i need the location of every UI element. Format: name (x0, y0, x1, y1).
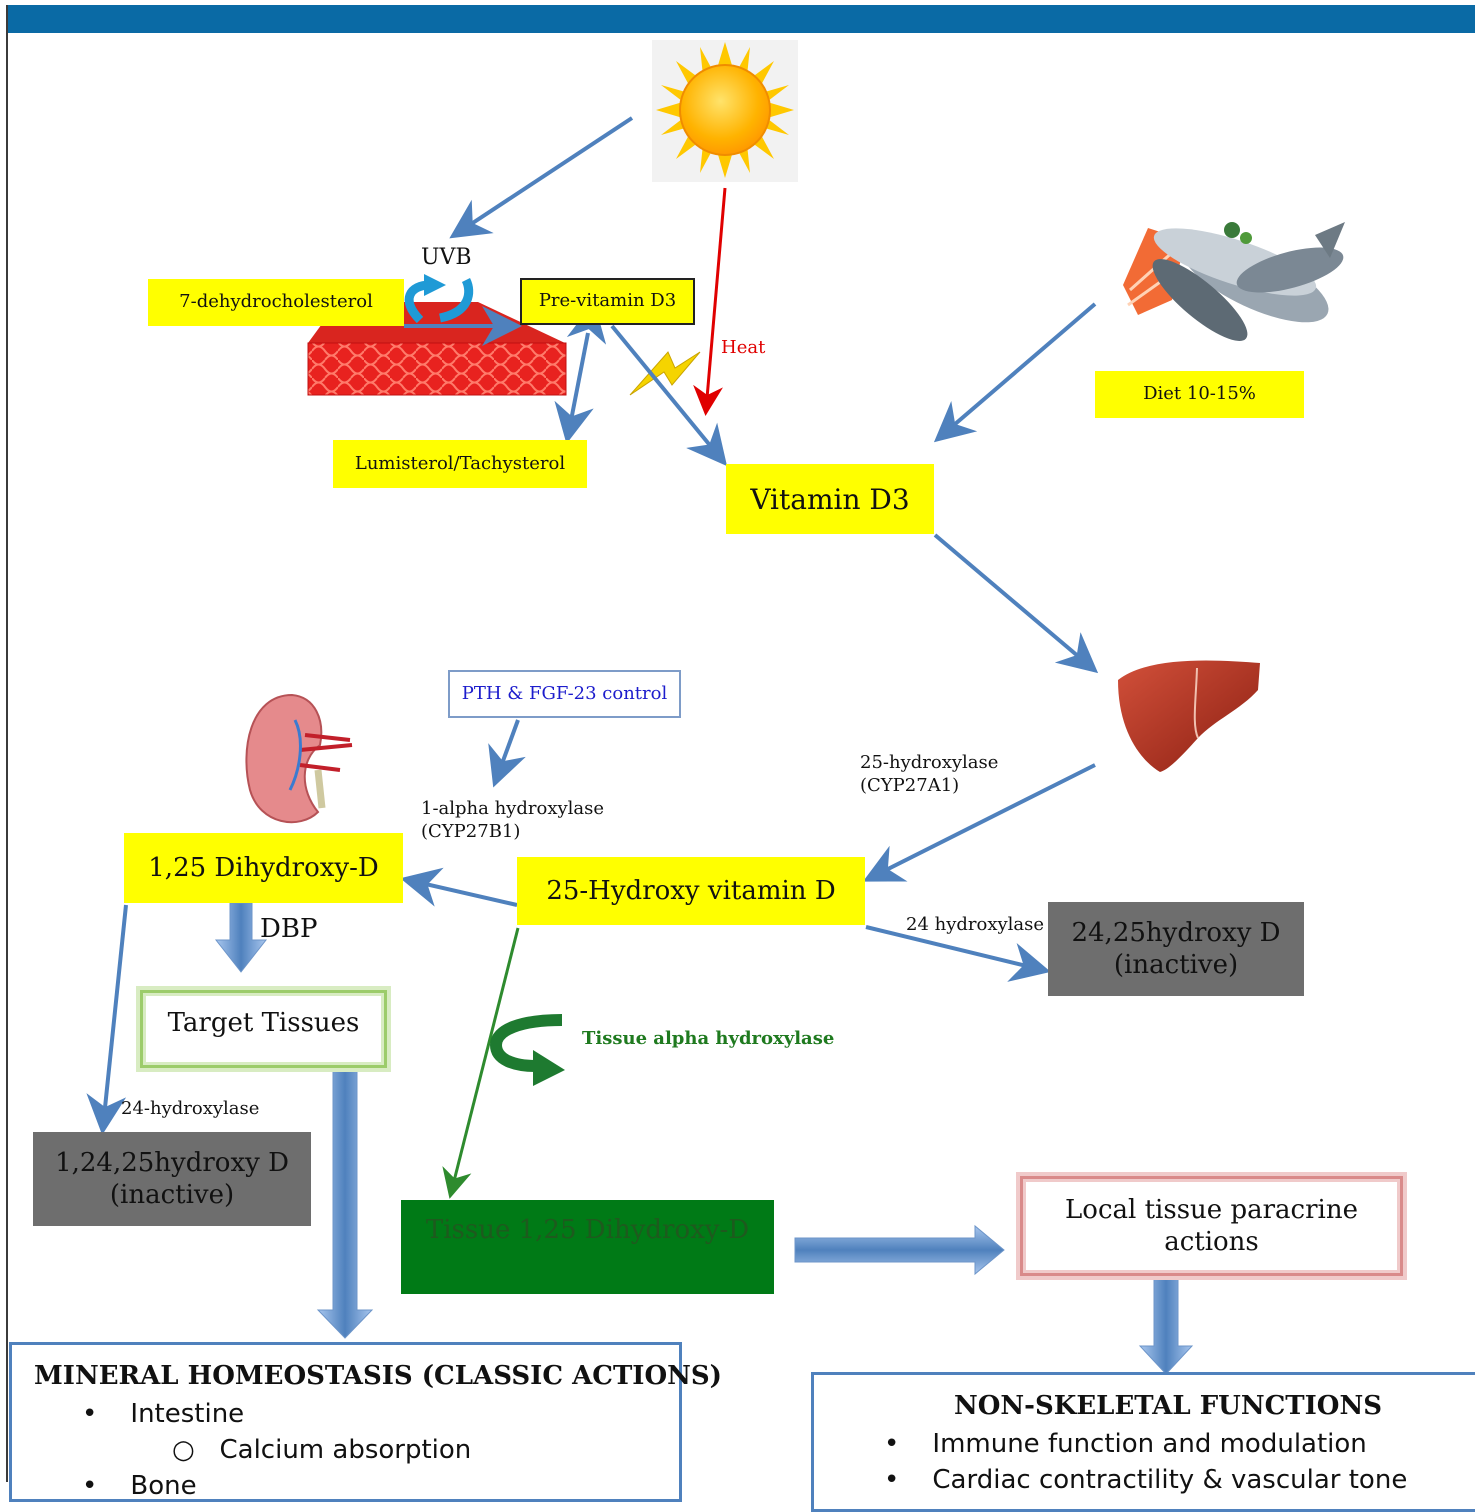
node-1-24-25-hydroxy-d-inactive: 1,24,25hydroxy D(inactive) (33, 1132, 311, 1226)
uvb-swirl-icon (404, 274, 474, 324)
label-1-alpha-hydroxylase: 1-alpha hydroxylase(CYP27B1) (421, 798, 605, 843)
node-25-hydroxy-vitamin-d: 25-Hydroxy vitamin D (517, 857, 865, 925)
panel-mineral-homeostasis: MINERAL HOMEOSTASIS (CLASSIC ACTIONS) • … (9, 1342, 722, 1502)
arrow-vitd3-to-liver (933, 533, 1099, 674)
arrow-125d-to-12425 (86, 904, 128, 1135)
node-pre-vitamin-d3: Pre-vitamin D3 (520, 278, 695, 325)
node-vitamin-d3: Vitamin D3 (726, 464, 934, 534)
node-target-tissues: Target Tissues (140, 990, 387, 1068)
panel-mineral-title: MINERAL HOMEOSTASIS (CLASSIC ACTIONS) (34, 1361, 722, 1391)
arrow-sun-to-skin (449, 116, 634, 239)
panel-mineral-item-intestine: • Intestine (82, 1399, 245, 1429)
lightning-icon (629, 351, 701, 396)
arrow-25ohd-to-tissue125 (442, 927, 520, 1199)
label-heat: Heat (721, 337, 766, 358)
node-tissue-1-25-dihydroxy-d: Tissue 1,25 Dihydroxy-D (401, 1200, 774, 1294)
label-tissue-alpha-hydroxylase: Tissue alpha hydroxylase (582, 1028, 835, 1049)
arrow-diet-to-vitd3 (933, 302, 1097, 443)
label-24-hydroxylase-b: 24-hydroxylase (121, 1098, 260, 1119)
node-1-25-dihydroxy-d: 1,25 Dihydroxy-D (124, 833, 403, 903)
panel-mineral-subitem-calcium: ○ Calcium absorption (172, 1435, 472, 1465)
arrow-previtamin-to-vitd3 (610, 324, 728, 467)
panel-nonskeletal-item-immune: • Immune function and modulation (884, 1429, 1367, 1459)
arrow-liver-to-25ohd (862, 763, 1096, 882)
fish-icon (1123, 222, 1345, 341)
arrow-25ohd-to-2425 (865, 925, 1051, 982)
arrow-local-to-nonskeletal (1138, 1275, 1194, 1375)
node-24-25-hydroxy-d-inactive: 24,25hydroxy D(inactive) (1048, 902, 1304, 996)
node-lumisterol: Lumisterol/Tachysterol (333, 440, 587, 488)
arrow-target-to-mineral (316, 1061, 374, 1339)
node-diet: Diet 10-15% (1095, 371, 1304, 418)
arrow-25ohd-to-125d (400, 867, 518, 907)
label-uvb: UVB (421, 245, 472, 270)
label-24-hydroxylase: 24 hydroxylase (906, 914, 1045, 935)
label-dbp: DBP (260, 914, 318, 944)
curved-green-arrow-icon (489, 1014, 565, 1086)
arrow-heat (693, 187, 727, 416)
panel-non-skeletal-functions: NON-SKELETAL FUNCTIONS • Immune function… (811, 1372, 1475, 1512)
arrow-dbp (214, 902, 268, 973)
arrow-tissue125-to-local (794, 1224, 1005, 1276)
node-pth-fgf23: PTH & FGF-23 control (448, 670, 681, 718)
liver-icon (1118, 660, 1260, 772)
arrow-pth-to-1alpha (488, 719, 526, 788)
panel-mineral-item-bone: • Bone (82, 1471, 197, 1501)
node-7-dehydrocholesterol: 7-dehydrocholesterol (148, 279, 404, 326)
frame-border (6, 5, 8, 1482)
label-25-hydroxylase: 25-hydroxylase(CYP27A1) (860, 752, 999, 797)
header-bar (8, 5, 1475, 33)
panel-nonskeletal-title: NON-SKELETAL FUNCTIONS (954, 1391, 1382, 1421)
sun-icon (652, 40, 798, 182)
panel-nonskeletal-item-cardiac: • Cardiac contractility & vascular tone (884, 1465, 1408, 1495)
arrow-previtamin-lumisterol (554, 301, 607, 444)
kidney-icon (245, 693, 353, 824)
